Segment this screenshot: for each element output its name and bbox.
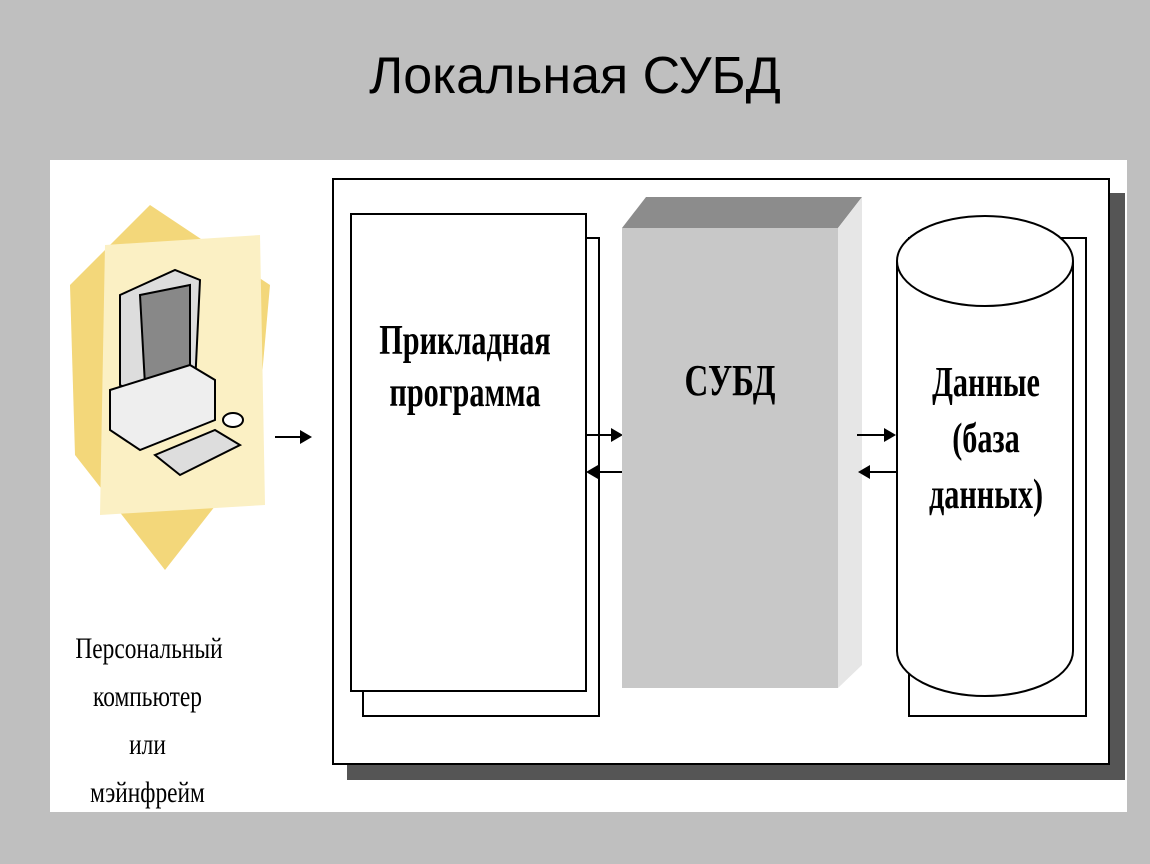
dbms-block (622, 197, 862, 688)
dbms-label: СУБД (684, 356, 776, 405)
computer-icon (70, 205, 270, 570)
application-document (350, 213, 587, 692)
database-cylinder-icon (896, 215, 1074, 697)
arrow-right-icon (586, 428, 623, 442)
arrow-left-icon (586, 465, 622, 479)
computer-label: Персональный компьютер или мэйнфрейм (75, 632, 223, 809)
slide-title: Локальная СУБД (369, 47, 781, 105)
arrow-right-icon (275, 430, 312, 444)
arrow-right-icon (857, 428, 896, 442)
app-label: Прикладная программа (379, 318, 551, 416)
data-label: Данные (база данных) (928, 360, 1044, 518)
arrow-left-icon (858, 465, 896, 479)
